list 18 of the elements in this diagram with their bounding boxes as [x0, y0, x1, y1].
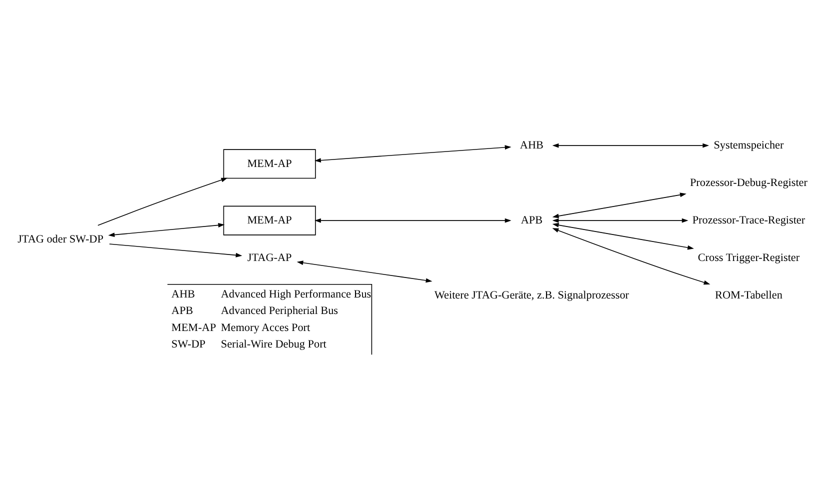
- label: AHB: [171, 288, 195, 300]
- label: Advanced Peripherial Bus: [220, 304, 338, 317]
- node-text: AHB: [520, 139, 544, 152]
- node-text: APB: [520, 214, 543, 226]
- label: Advanced High Performance Bus: [220, 288, 372, 300]
- node-text: Prozessor-Trace-Register: [692, 214, 806, 226]
- node-text: Prozessor-Debug-Register: [690, 176, 808, 189]
- label: Memory Acces Port: [220, 321, 310, 334]
- node-text: Systemspeicher: [714, 139, 784, 152]
- node-text: JTAG-AP: [247, 252, 292, 264]
- label: SW-DP: [171, 338, 206, 350]
- label: APB: [171, 304, 194, 317]
- node-text: Cross Trigger-Register: [698, 252, 800, 264]
- label: MEM-AP: [171, 321, 216, 334]
- node-text: Weitere JTAG-Geräte, z.B. Signalprozessor: [434, 289, 630, 302]
- label: Serial-Wire Debug Port: [220, 338, 326, 350]
- node-text: ROM-Tabellen: [715, 289, 782, 302]
- node-text: JTAG oder SW-DP: [18, 233, 104, 246]
